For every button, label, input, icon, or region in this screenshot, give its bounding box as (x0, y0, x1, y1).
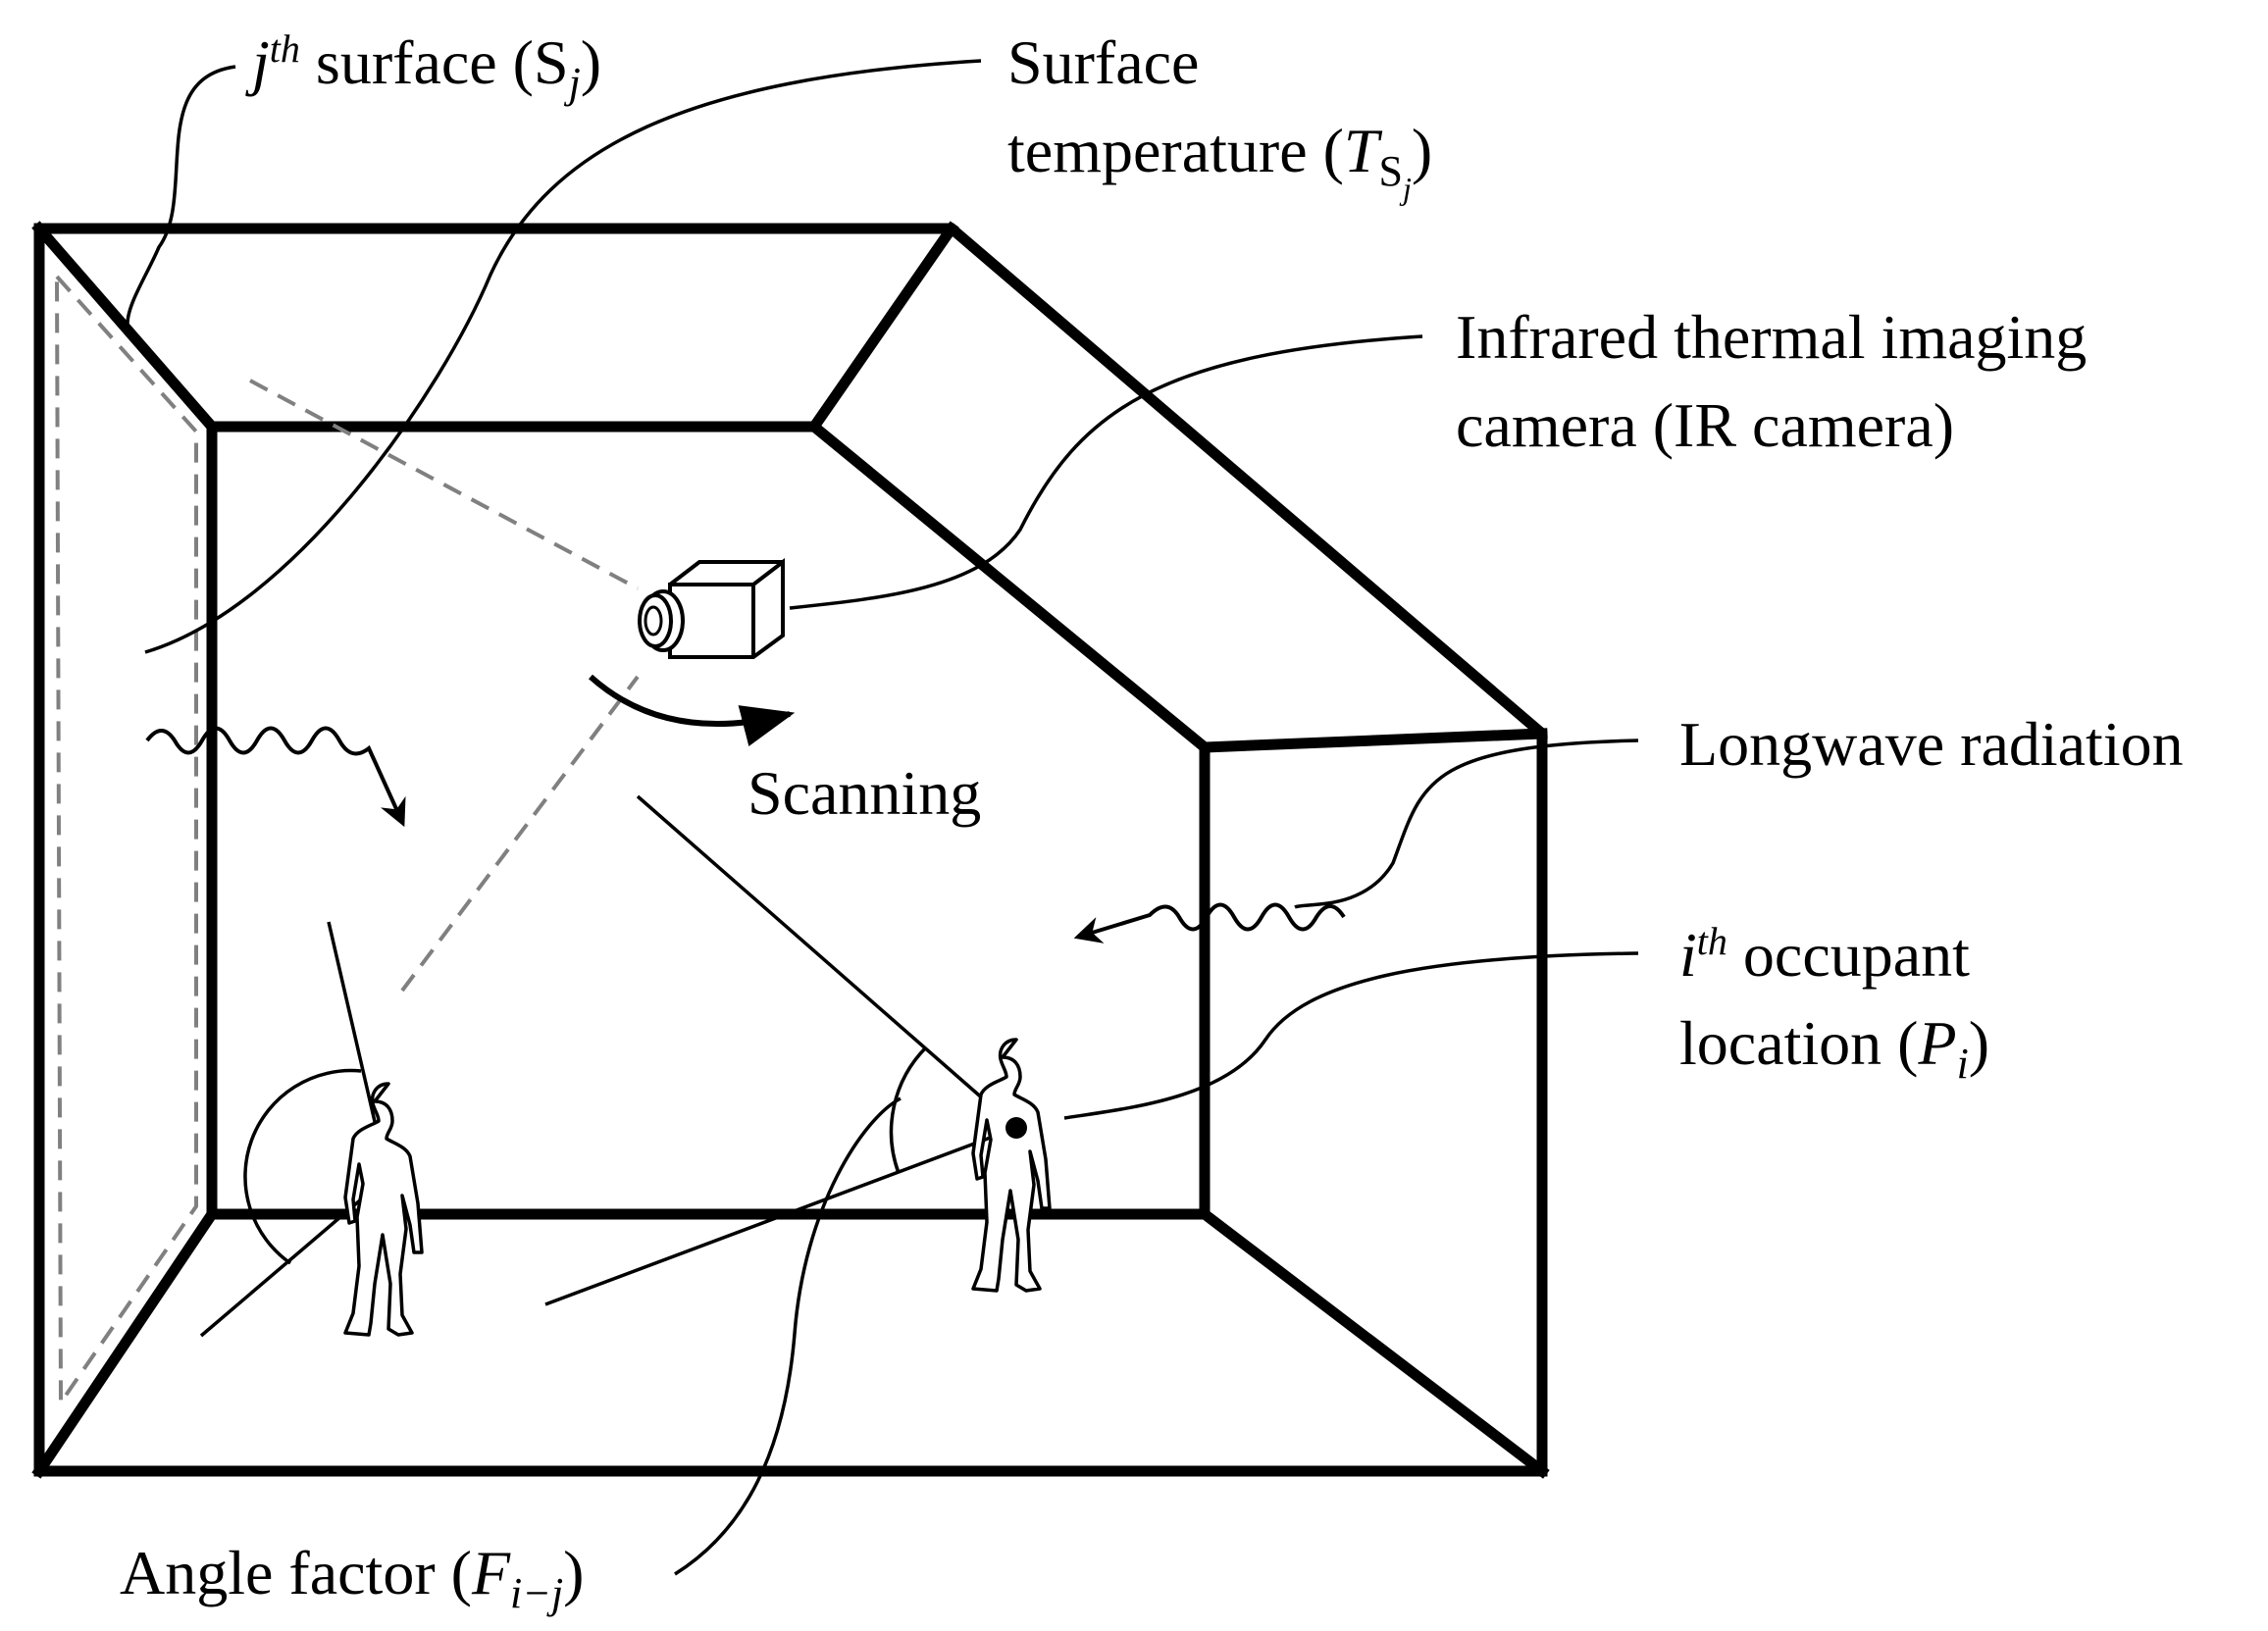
longwave-radiation-label: Longwave radiation (1679, 709, 2184, 779)
radiation-wave-icon (1073, 902, 1346, 943)
surface-temperature-label: Surface (1007, 27, 1199, 97)
ir-camera-label: Infrared thermal imaging (1456, 302, 2087, 372)
ir-camera-icon (638, 557, 785, 659)
occupant-location-label: ith occupant (1679, 919, 1970, 990)
angle-factor-label: Angle factor (Fi−j) (120, 1538, 584, 1617)
person-icon (343, 1082, 424, 1337)
view-factor-rays-right (544, 794, 1027, 1306)
ir-camera-label-line2: camera (IR camera) (1456, 390, 1954, 460)
surface-temperature-label-line2: temperature (TSj) (1007, 116, 1432, 206)
scanning-label: Scanning (747, 758, 981, 828)
scan-field-lines (55, 275, 640, 1409)
surface-label: jth surface (Sj) (245, 26, 601, 107)
room-outline (31, 221, 1550, 1479)
person-icon (971, 1038, 1052, 1293)
leader-lines (126, 59, 1639, 1576)
occupant-location-label-line2: location (Pi) (1679, 1008, 1989, 1088)
curved-arrow-icon (588, 674, 796, 746)
radiation-wave-icon (145, 726, 406, 828)
